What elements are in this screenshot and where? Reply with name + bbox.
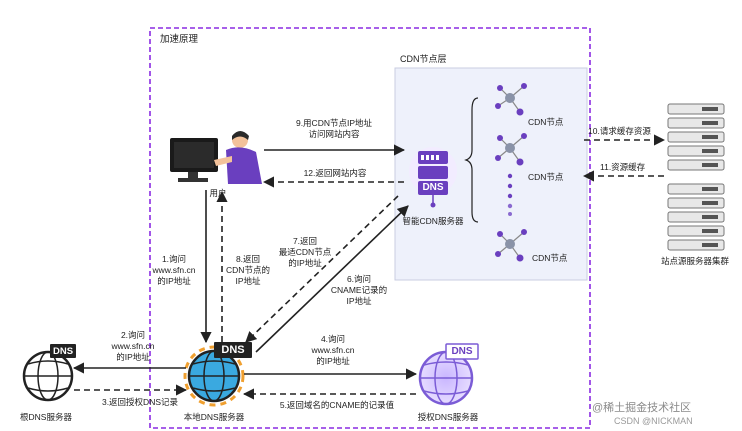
auth-dns-globe-icon: [418, 343, 479, 406]
step7-label: 7.返回最适CDN节点的IP地址: [278, 236, 332, 268]
root-dns-badge-text: DNS: [52, 346, 74, 357]
cdn-layer-title: CDN节点层: [400, 54, 447, 64]
cdn-node-label-1: CDN节点: [528, 117, 564, 127]
origin-label: 站点源服务器集群: [660, 256, 729, 266]
cdn-node-icon-1: [495, 83, 527, 116]
cdn-node-dots: [507, 173, 513, 216]
user-label: 用户: [209, 188, 227, 198]
step9-label: 9.用CDN节点IP地址访问网站内容: [295, 118, 373, 139]
step12-label: 12.返回网站内容: [303, 168, 367, 178]
cdn-node-label-2: CDN节点: [528, 172, 564, 182]
region-title: 加速原理: [160, 34, 199, 45]
cdn-node-icon-2: [495, 133, 527, 166]
origin-server-cluster-icon: [667, 103, 725, 251]
step3-label: 3.返回授权DNS记录: [101, 397, 179, 407]
step5-label: 5.返回域名的CNAME的记录值: [279, 400, 395, 410]
smart-dns-badge-text: DNS: [422, 182, 444, 193]
root-dns-globe-icon: [22, 344, 76, 402]
user-at-computer-icon: [170, 131, 262, 184]
root-dns-label: 根DNS服务器: [20, 412, 72, 422]
credit-text: CSDN @NICKMAN: [614, 416, 693, 426]
auth-dns-badge-text: DNS: [451, 346, 473, 357]
arrow-step6: [255, 205, 409, 353]
step10-label: 10.请求缓存资源: [588, 126, 651, 136]
arrow-step7: [245, 195, 399, 343]
step11-label: 11.资源缓存: [600, 162, 646, 172]
cdn-node-icon-3: [495, 229, 527, 262]
watermark-text: @稀土掘金技术社区: [592, 402, 692, 414]
cdn-brace: [464, 97, 479, 223]
smart-dns-label: 智能CDN服务器: [402, 216, 464, 226]
local-dns-badge-text: DNS: [221, 344, 245, 356]
smart-dns-server-icon: [409, 147, 457, 208]
auth-dns-label: 授权DNS服务器: [417, 412, 479, 422]
acceleration-region-border: [149, 27, 591, 429]
local-dns-globe-icon: [183, 342, 252, 407]
cdn-node-label-3: CDN节点: [532, 253, 568, 263]
local-dns-label: 本地DNS服务器: [183, 412, 245, 422]
